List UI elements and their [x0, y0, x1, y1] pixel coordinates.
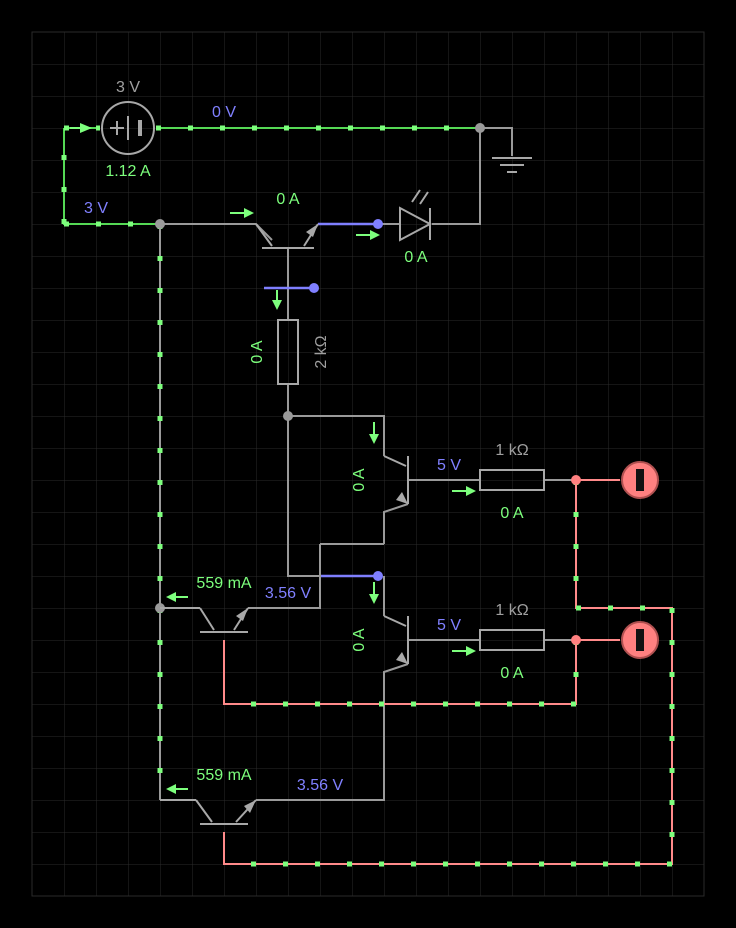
transistor-q2-icon[interactable] — [383, 455, 409, 504]
wire-endpoint-node[interactable] — [373, 571, 383, 581]
current-arrow-icon — [466, 486, 476, 496]
current-arrow-icon — [166, 592, 176, 602]
q2-base-current-label: 0 A — [351, 468, 368, 491]
resistor-1k-icon[interactable] — [479, 629, 545, 651]
q3-base-current-label: 0 A — [351, 628, 368, 651]
current-flow-dots — [61, 125, 675, 867]
current-arrow-icon — [80, 123, 92, 133]
resistor-1k-icon[interactable] — [479, 469, 545, 491]
ground-icon — [492, 157, 532, 173]
current-arrow-icon — [272, 300, 282, 310]
resistor-2k-icon[interactable] — [277, 319, 299, 385]
r-out1-value-label: 1 kΩ — [495, 442, 528, 459]
q2-collector-voltage-label: 5 V — [437, 457, 461, 474]
r-base-value-label: 2 kΩ — [313, 335, 330, 368]
current-arrow-icon — [370, 230, 380, 240]
top-wire-voltage: 0 V — [212, 104, 236, 121]
current-arrow-icon — [244, 208, 254, 218]
left-wire-voltage: 3 V — [84, 200, 108, 217]
q1-current-label: 0 A — [276, 191, 299, 208]
led-icon[interactable] — [399, 189, 433, 242]
transistor-q3-icon[interactable] — [383, 615, 409, 664]
junction-node[interactable] — [155, 219, 165, 229]
r-base-current-label: 0 A — [249, 340, 266, 363]
r-out1-current-label: 0 A — [500, 505, 523, 522]
r-out2-value-label: 1 kΩ — [495, 602, 528, 619]
current-arrow-icon — [369, 434, 379, 444]
current-arrow-icon — [466, 646, 476, 656]
output-probe-icon[interactable] — [621, 621, 659, 659]
q4-current-label: 559 mA — [196, 575, 251, 592]
battery-voltage-label: 3 V — [116, 79, 140, 96]
q5-voltage-label: 3.56 V — [297, 777, 344, 794]
q4-voltage-label: 3.56 V — [265, 585, 312, 602]
wire-endpoint-node[interactable] — [309, 283, 319, 293]
q5-current-label: 559 mA — [196, 767, 251, 784]
r-out2-current-label: 0 A — [500, 665, 523, 682]
wire-endpoint-node[interactable] — [373, 219, 383, 229]
transistor-q4-icon[interactable] — [160, 607, 249, 633]
q3-collector-voltage-label: 5 V — [437, 617, 461, 634]
grid-background — [31, 31, 705, 897]
output-probe-icon[interactable] — [621, 461, 659, 499]
junction-node[interactable] — [571, 475, 581, 485]
current-arrow-icon — [369, 594, 379, 604]
battery-current-label: 1.12 A — [105, 163, 151, 180]
junction-node[interactable] — [571, 635, 581, 645]
led-current-label: 0 A — [404, 249, 427, 266]
junction-node[interactable] — [283, 411, 293, 421]
junction-node[interactable] — [475, 123, 485, 133]
transistor-q5-icon[interactable] — [160, 799, 257, 825]
transistor-q1-icon[interactable] — [255, 223, 319, 249]
battery-icon[interactable] — [101, 101, 155, 155]
current-arrow-icon — [166, 784, 176, 794]
